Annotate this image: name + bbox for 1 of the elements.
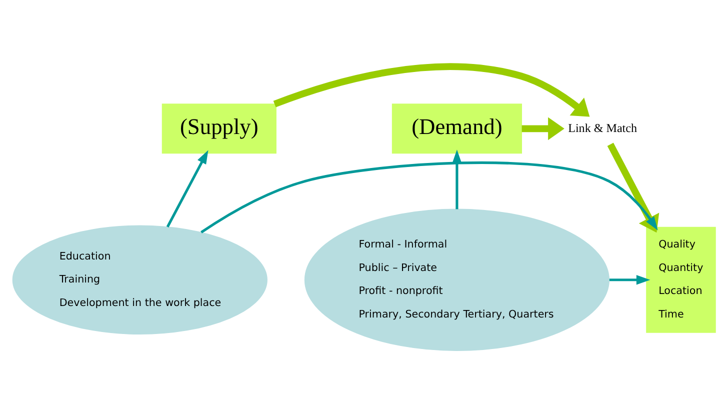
node-text: Link & Match <box>568 120 638 134</box>
